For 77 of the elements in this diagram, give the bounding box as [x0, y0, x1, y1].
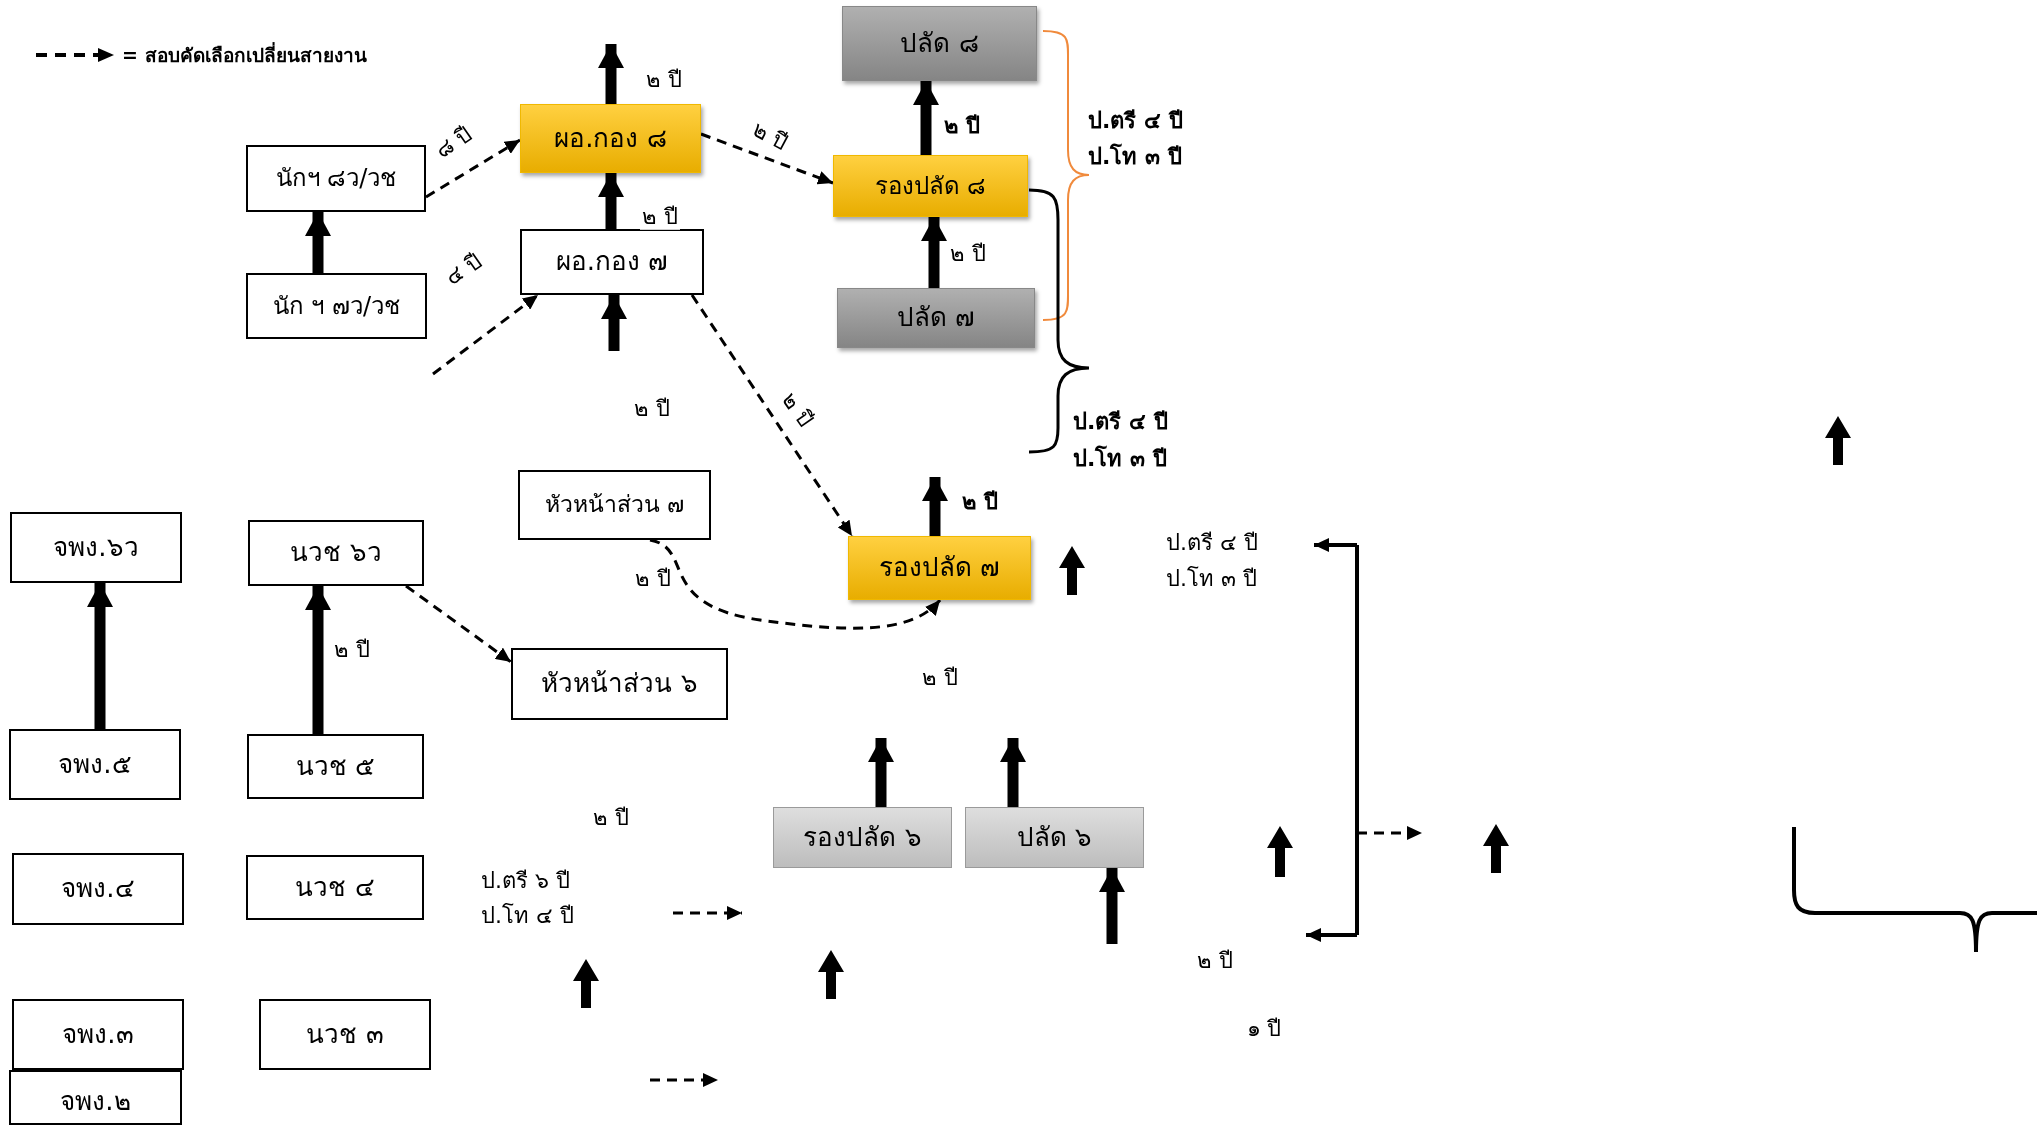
edge-label: ๒ ปี: [776, 386, 820, 434]
position-box: [10, 512, 182, 583]
block-arrow: [598, 173, 624, 229]
position-box: [12, 853, 184, 925]
position-title: รองปลัด ๘: [874, 171, 987, 201]
edge-label: ๘ ปี: [429, 120, 478, 166]
duration-note: ๒ ปี: [1197, 947, 1233, 975]
position-box: [246, 273, 427, 339]
position-title: จพง.๒: [60, 1085, 131, 1117]
position-box: [842, 6, 1037, 81]
position-title: จพง.๔: [61, 873, 135, 905]
block-arrow: [305, 212, 331, 273]
position-title: จพง.๓: [62, 1018, 134, 1051]
position-title: นวช ๕: [295, 750, 376, 783]
duration-note: ป.ตรี ๔ ปี: [1073, 408, 1168, 436]
position-title: นวช ๓: [306, 1018, 384, 1051]
position-title: ผอ.กอง ๗: [555, 246, 669, 278]
duration-note: ๒ ปี: [634, 395, 670, 423]
duration-note: ป.โท ๓ ปี: [1073, 445, 1167, 473]
dashed-arrow: [405, 584, 512, 664]
duration-note: ป.โท ๓ ปี: [1088, 143, 1182, 171]
position-box: [520, 104, 701, 173]
duration-note: ๔ ปี: [440, 248, 488, 292]
position-title: รองปลัด ๖: [803, 821, 922, 854]
dashed-arrow: [432, 293, 539, 376]
position-box: [9, 729, 181, 800]
duration-note: ป.โท ๔ ปี: [481, 902, 574, 930]
block-arrow: [922, 477, 948, 536]
dashed-arrow: [425, 138, 521, 199]
position-box: [259, 999, 431, 1070]
position-title: รองปลัด ๗: [878, 552, 1001, 584]
duration-note: ป.โท ๓ ปี: [1166, 565, 1257, 593]
block-arrow: [305, 586, 331, 734]
dashed-arrow: [700, 132, 834, 185]
position-box: [9, 1070, 182, 1125]
duration-note: ๒ ปี: [593, 804, 629, 832]
block-arrow: [598, 44, 624, 104]
block-arrow: [868, 738, 894, 807]
position-box: [247, 734, 424, 799]
position-title: หัวหน้าส่วน ๖: [541, 668, 698, 700]
duration-note: ๑ ปี: [1246, 1015, 1282, 1043]
duration-note: ป.ตรี ๔ ปี: [1166, 529, 1258, 557]
position-title: หัวหน้าส่วน ๗: [544, 491, 685, 519]
block-arrow: [601, 295, 627, 351]
block-arrow: [1099, 868, 1125, 944]
position-box: [520, 229, 704, 295]
position-box: [965, 807, 1144, 868]
position-box: [837, 288, 1035, 348]
duration-note: ป.ตรี ๖ ปี: [481, 867, 570, 895]
position-title: จพง.๖ว: [53, 531, 139, 564]
position-title: ผอ.กอง ๘: [554, 122, 667, 155]
position-title: นัก ฯ ๗ว/วช: [272, 291, 401, 321]
block-arrow: [921, 217, 947, 288]
edge-label: ๒ ปี: [640, 203, 680, 231]
position-title: ปลัด ๘: [900, 27, 979, 60]
position-box: [248, 520, 424, 586]
position-box: [773, 807, 952, 868]
position-title: ปลัด ๖: [1016, 821, 1093, 854]
dashed-arrow: [690, 294, 854, 537]
legend-text: = สอบคัดเลือกเปลี่ยนสายงาน: [122, 41, 367, 68]
position-title: นวช ๔: [295, 871, 375, 904]
block-arrow: [1000, 738, 1026, 807]
position-title: จพง.๕: [58, 748, 132, 781]
position-box: [246, 855, 424, 920]
position-title: นักฯ ๘ว/วช: [275, 164, 397, 193]
position-box: [518, 470, 711, 540]
position-box: [12, 999, 184, 1070]
position-title: นวช ๖ว: [290, 537, 382, 569]
position-box: [833, 155, 1028, 217]
edge-label: ๒ ปี: [747, 114, 794, 157]
duration-note: ๒ ปี: [922, 664, 958, 692]
position-title: ปลัด ๗: [896, 302, 976, 334]
duration-note: ป.ตรี ๔ ปี: [1088, 107, 1183, 135]
position-box: [848, 536, 1031, 600]
position-box: [246, 145, 426, 212]
dashed-arrow: [649, 538, 942, 630]
position-box: [511, 648, 728, 720]
